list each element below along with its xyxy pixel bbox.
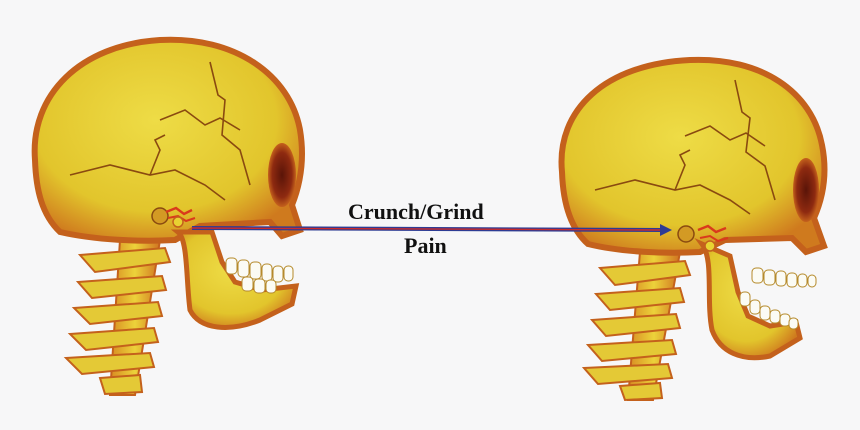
cervical-spine-right [581,251,692,402]
tmj-joint-left [151,206,196,228]
upper-teeth-right [751,267,817,288]
lower-teeth-right [739,291,799,330]
arrow-right-icon [191,224,672,236]
teeth-left [225,257,294,294]
pain-label: Pain [404,233,447,258]
skull-closed-jaw-icon [31,36,305,396]
crunch-grind-label: Crunch/Grind [348,199,484,224]
eye-socket-left [268,143,296,207]
eye-socket-right [793,158,819,222]
tmj-joint-right [677,224,729,252]
cervical-spine-left [63,239,172,396]
mandible-left [170,229,300,330]
cranium-left [31,36,305,244]
skull-open-jaw-icon [558,56,828,402]
cranium-right [558,56,828,256]
